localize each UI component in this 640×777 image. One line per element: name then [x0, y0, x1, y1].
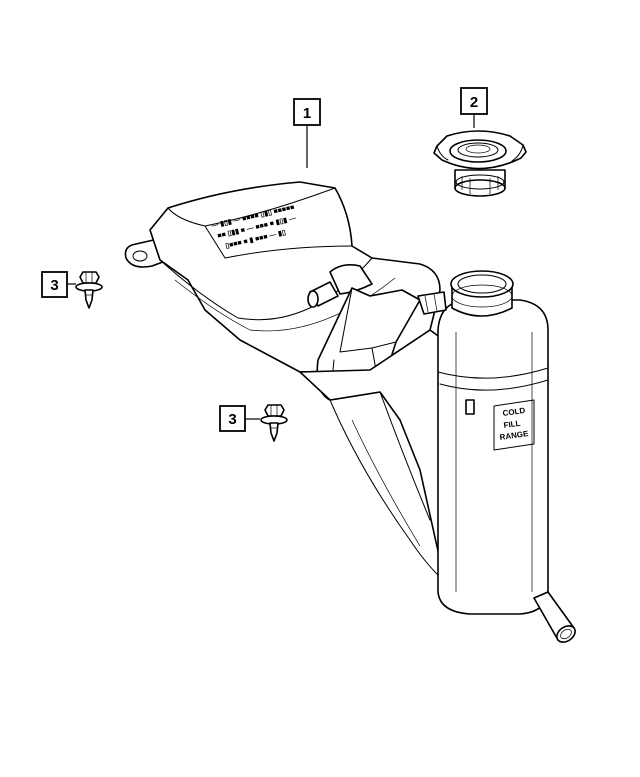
callout-2-label: 2 [470, 94, 478, 111]
cold-fill-range-marking: COLD FILL RANGE [493, 399, 535, 451]
callout-2: 2 [460, 87, 488, 128]
callout-3-middle: 3 [219, 405, 260, 432]
callout-3-left: 3 [41, 271, 76, 298]
cold-fill-line2: FILL [503, 419, 521, 430]
coolant-reservoir: — ▮▯▮ — ■■■■ ▯▮▯ ■■■■■ ■■ ▯▮▮ ■ — ■■■ ■ … [124, 181, 576, 643]
push-pin-fastener-left [75, 271, 103, 309]
callout-1: 1 [293, 98, 321, 168]
callout-3-middle-label: 3 [228, 411, 236, 428]
pressure-cap [433, 130, 527, 197]
callout-3-left-label: 3 [50, 277, 58, 294]
cold-fill-line3: RANGE [499, 429, 530, 442]
cold-fill-line1: COLD [502, 406, 526, 418]
callout-1-label: 1 [303, 105, 311, 122]
push-pin-fastener-middle [260, 404, 288, 442]
